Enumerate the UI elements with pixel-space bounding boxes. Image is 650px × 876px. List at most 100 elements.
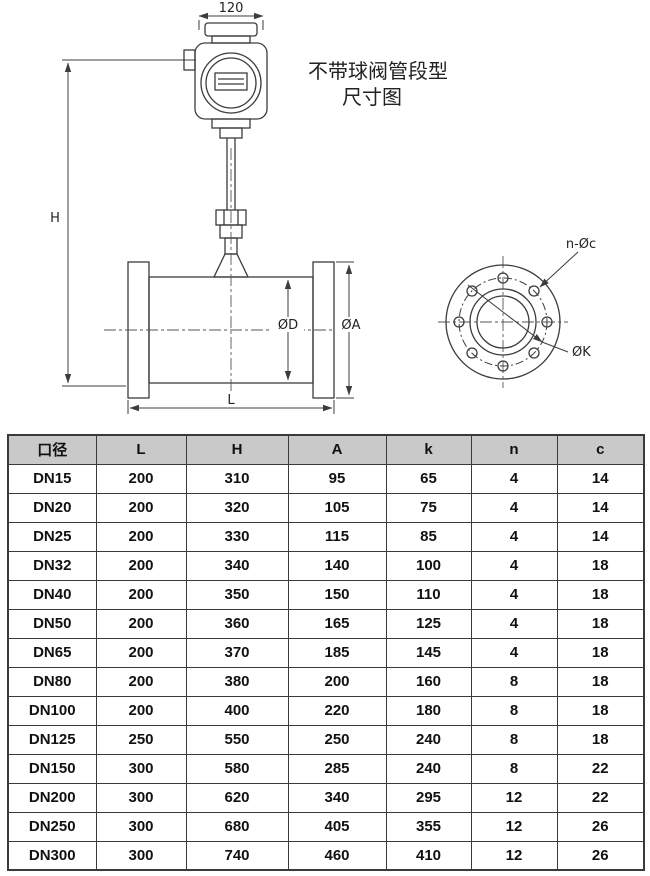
title-line2: 尺寸图 — [342, 85, 402, 109]
cell: 320 — [185, 492, 289, 523]
cell: 115 — [287, 521, 387, 552]
cell: 240 — [385, 753, 472, 784]
cell: 400 — [185, 695, 289, 726]
cell: 110 — [385, 579, 472, 610]
dim-bore: ØD — [272, 279, 304, 381]
cell: 100 — [385, 550, 472, 581]
cell: 200 — [287, 666, 387, 697]
cell: 200 — [95, 521, 187, 552]
cell: 14 — [556, 521, 645, 552]
cell: 360 — [185, 608, 289, 639]
cell: 240 — [385, 724, 472, 755]
row-label: DN300 — [7, 840, 97, 871]
column-header: c — [556, 434, 645, 465]
cell: 12 — [470, 811, 558, 842]
row-label: DN65 — [7, 637, 97, 668]
cell: 125 — [385, 608, 472, 639]
dim-length: L — [127, 393, 335, 414]
cell: 18 — [556, 637, 645, 668]
row-label: DN100 — [7, 695, 97, 726]
transmitter-head — [183, 22, 268, 129]
column-header: L — [95, 434, 187, 465]
dim-label-l: L — [227, 393, 235, 408]
cell: 550 — [185, 724, 289, 755]
cell: 200 — [95, 637, 187, 668]
dim-label-d: ØD — [278, 318, 298, 333]
row-label: DN15 — [7, 463, 97, 494]
cell: 18 — [556, 666, 645, 697]
row-label: DN200 — [7, 782, 97, 813]
cell: 620 — [185, 782, 289, 813]
cell: 12 — [470, 782, 558, 813]
cell: 22 — [556, 753, 645, 784]
cell: 14 — [556, 492, 645, 523]
cell: 165 — [287, 608, 387, 639]
column-header: A — [287, 434, 387, 465]
cell: 200 — [95, 666, 187, 697]
column-header: k — [385, 434, 472, 465]
column-header: 口径 — [7, 434, 97, 465]
row-label: DN32 — [7, 550, 97, 581]
dimension-drawing: 120 — [0, 0, 650, 434]
cell: 200 — [95, 463, 187, 494]
cell: 185 — [287, 637, 387, 668]
cell: 8 — [470, 724, 558, 755]
row-label: DN50 — [7, 608, 97, 639]
cell: 26 — [556, 840, 645, 871]
dim-label-nc: n-Øc — [566, 237, 596, 252]
cell: 160 — [385, 666, 472, 697]
cell: 75 — [385, 492, 472, 523]
cell: 300 — [95, 840, 187, 871]
cell: 680 — [185, 811, 289, 842]
cell: 8 — [470, 695, 558, 726]
cell: 4 — [470, 550, 558, 581]
cell: 4 — [470, 608, 558, 639]
cell: 200 — [95, 695, 187, 726]
row-label: DN20 — [7, 492, 97, 523]
cell: 18 — [556, 579, 645, 610]
cell: 18 — [556, 724, 645, 755]
cell: 8 — [470, 753, 558, 784]
cell: 250 — [287, 724, 387, 755]
cell: 65 — [385, 463, 472, 494]
centerlines — [104, 148, 362, 394]
dim-120: 120 — [198, 1, 264, 30]
technical-drawing-svg: 120 — [50, 1, 596, 414]
cell: 4 — [470, 521, 558, 552]
cell: 4 — [470, 637, 558, 668]
dim-label-h: H — [50, 211, 60, 226]
cell: 4 — [470, 463, 558, 494]
cell: 8 — [470, 666, 558, 697]
cell: 12 — [470, 840, 558, 871]
flange-end-view: n-Øc ØK — [438, 237, 596, 388]
cell: 310 — [185, 463, 289, 494]
cell: 355 — [385, 811, 472, 842]
cell: 740 — [185, 840, 289, 871]
cell: 410 — [385, 840, 472, 871]
cell: 18 — [556, 550, 645, 581]
cell: 250 — [95, 724, 187, 755]
bolt-holes — [453, 272, 553, 372]
cell: 150 — [287, 579, 387, 610]
cell: 220 — [287, 695, 387, 726]
column-header: H — [185, 434, 289, 465]
title-line1: 不带球阀管段型 — [308, 59, 448, 83]
row-label: DN40 — [7, 579, 97, 610]
row-label: DN125 — [7, 724, 97, 755]
cell: 145 — [385, 637, 472, 668]
